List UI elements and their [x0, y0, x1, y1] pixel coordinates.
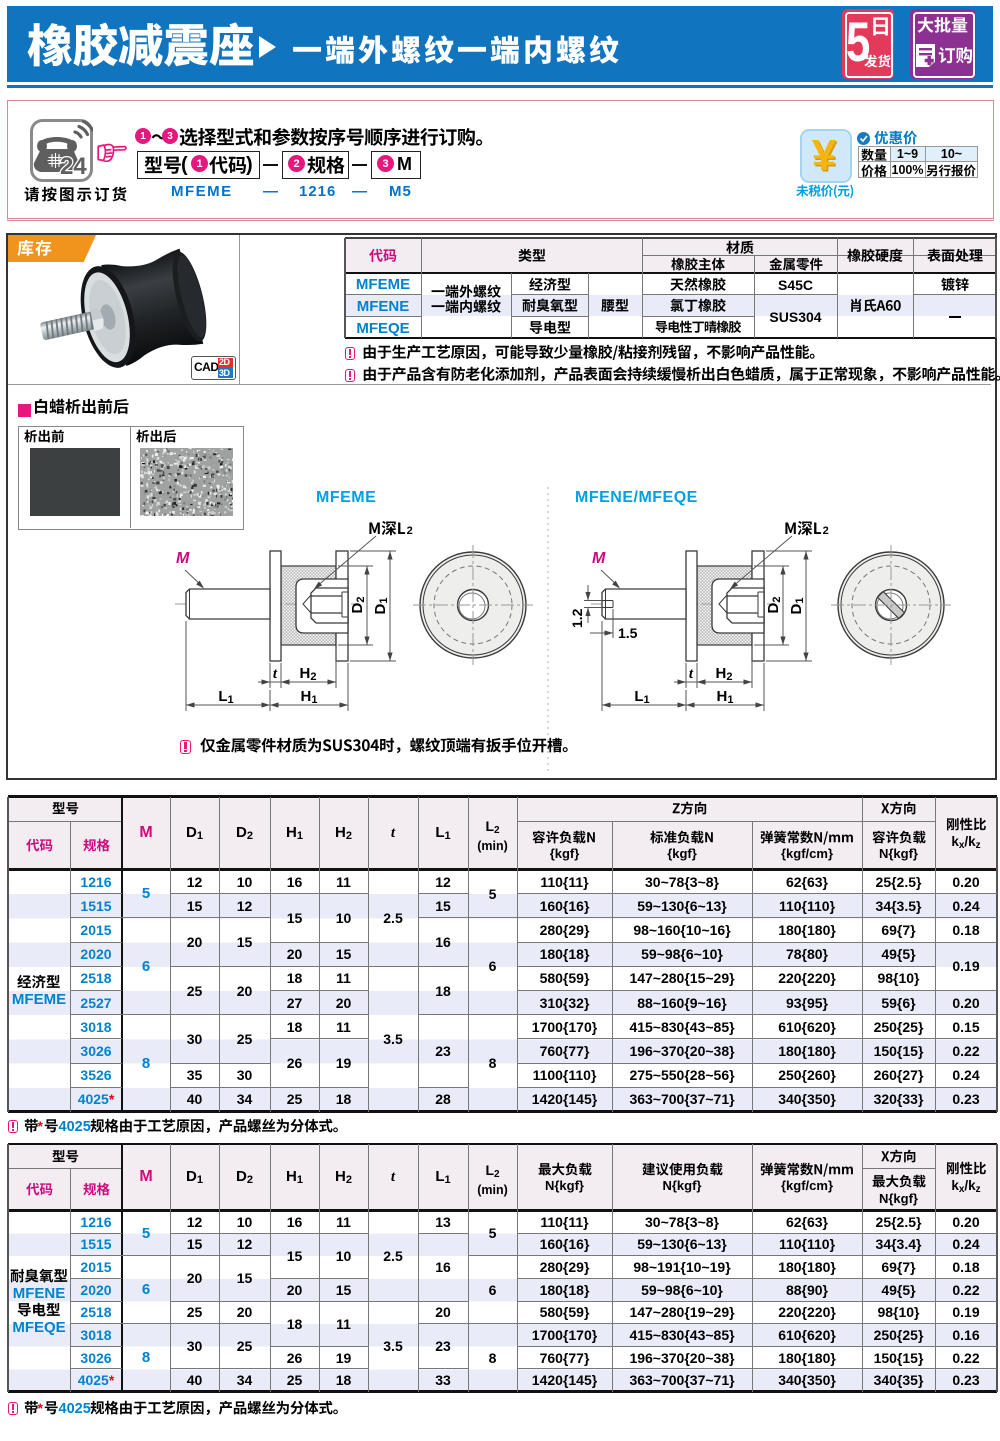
- svg-text:D2: D2: [765, 597, 783, 614]
- svg-text:t: t: [689, 666, 694, 682]
- svg-text:D1: D1: [788, 598, 806, 615]
- svg-text:L1: L1: [218, 688, 233, 706]
- svg-text:H1: H1: [301, 688, 318, 706]
- svg-text:24: 24: [60, 153, 87, 180]
- svg-text:L1: L1: [634, 688, 649, 706]
- svg-text:D1: D1: [372, 598, 390, 615]
- svg-text:1.5: 1.5: [618, 625, 638, 641]
- svg-text:H1: H1: [717, 688, 734, 706]
- svg-text:1.2: 1.2: [569, 608, 585, 628]
- svg-text:t: t: [273, 666, 278, 682]
- svg-text:D2: D2: [349, 597, 367, 614]
- svg-text:H2: H2: [300, 665, 317, 683]
- svg-text:H2: H2: [716, 665, 733, 683]
